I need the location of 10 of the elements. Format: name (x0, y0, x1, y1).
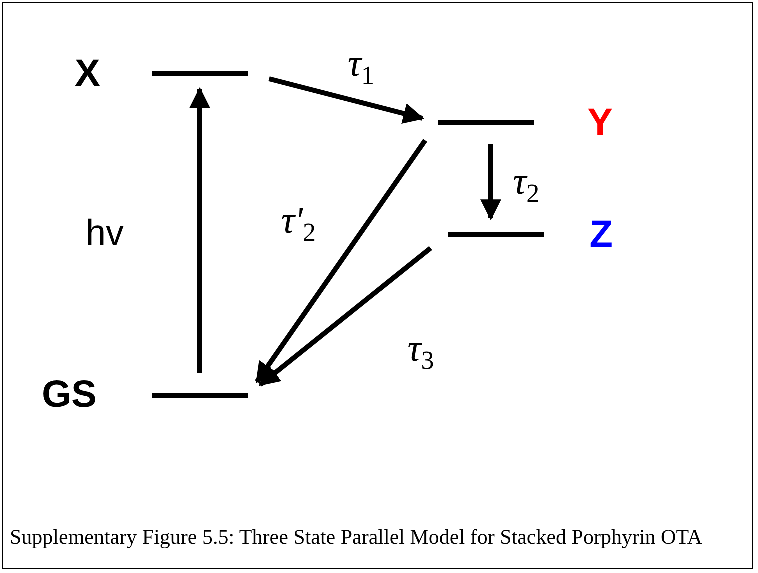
state-label: X (75, 54, 102, 92)
arrow (190, 87, 210, 373)
arrow (258, 246, 432, 387)
state-label: Z (588, 216, 613, 254)
arrow (268, 76, 425, 124)
figure-caption: Supplementary Figure 5.5: Three State Parallel Model for Stacked Porphyrin OTA (10, 524, 704, 551)
arrow (255, 139, 428, 384)
state-label: Y (586, 104, 613, 142)
state-label: GS (42, 376, 98, 414)
arrow (480, 144, 502, 221)
